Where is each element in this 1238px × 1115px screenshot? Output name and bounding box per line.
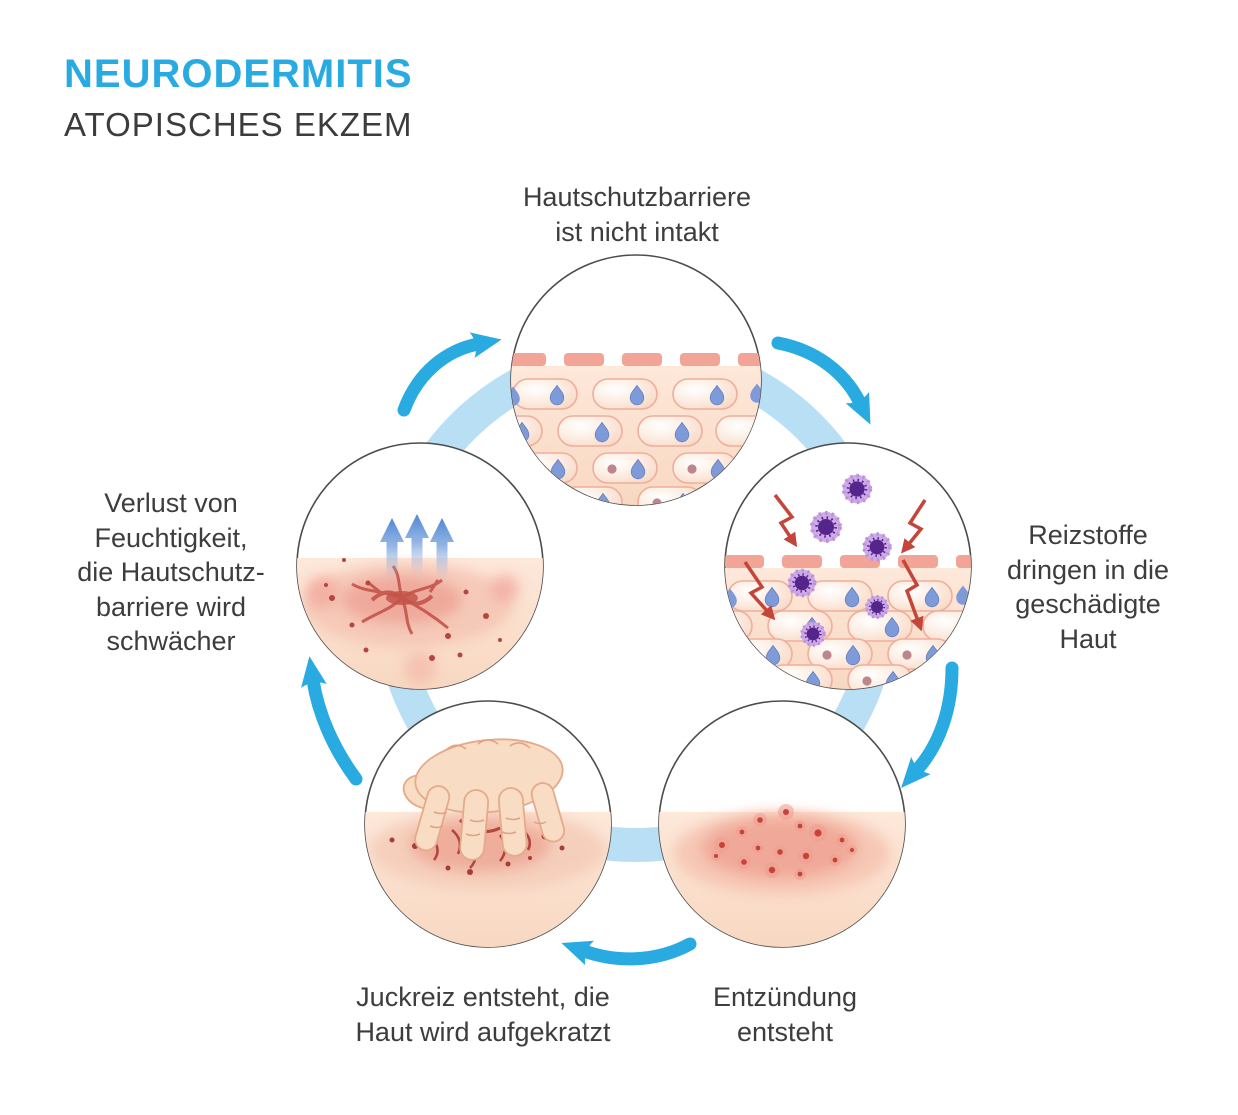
step-circle-barrier-defect xyxy=(510,254,762,506)
evaporation-arrow-icons xyxy=(380,514,454,580)
curved-arrow-icon-top-to-right xyxy=(771,336,871,425)
inflammation-dots xyxy=(711,804,857,880)
curved-arrow-icon-bottomright-to-bottomleft xyxy=(561,937,697,966)
step-label-inflammation: Entzündung entsteht xyxy=(712,982,858,1047)
irritants-illustration xyxy=(725,472,971,689)
knuckle-creases xyxy=(429,739,547,837)
broken-barrier-dashes xyxy=(725,555,971,568)
step-label-irritants-enter: Reizstoffe dringen in die geschädigte Ha… xyxy=(1006,520,1170,654)
irritant-arrow-icons xyxy=(743,493,927,632)
curved-arrow-icon-left-to-top xyxy=(397,332,502,417)
step-label-moisture-loss: Verlust von Feuchtigkeit, die Hautschutz… xyxy=(77,488,265,657)
header: NEURODERMITIS ATOPISCHES EKZEM xyxy=(64,52,413,144)
curved-arrow-icon-right-to-bottomright xyxy=(901,661,959,788)
cycle-arrows xyxy=(301,332,959,966)
scratching-hand xyxy=(402,738,566,861)
irritation-dots xyxy=(324,558,502,661)
inflamed-skin-illustration xyxy=(659,804,905,947)
broken-barrier-dashes xyxy=(511,353,761,366)
page-title: NEURODERMITIS xyxy=(64,52,413,96)
step-circle-inflammation xyxy=(658,700,906,948)
step-circle-irritants-enter xyxy=(724,442,972,690)
step-circle-itch-scratch xyxy=(364,700,612,948)
page-subtitle: ATOPISCHES EKZEM xyxy=(64,106,413,143)
step-label-barrier-defect: Hautschutzbarriere ist nicht intakt xyxy=(522,182,752,247)
step-label-itch-scratch: Juckreiz entsteht, die Haut wird aufgekr… xyxy=(355,982,611,1047)
step-circle-moisture-loss xyxy=(296,442,544,690)
curved-arrow-icon-bottomleft-to-left xyxy=(301,656,363,786)
